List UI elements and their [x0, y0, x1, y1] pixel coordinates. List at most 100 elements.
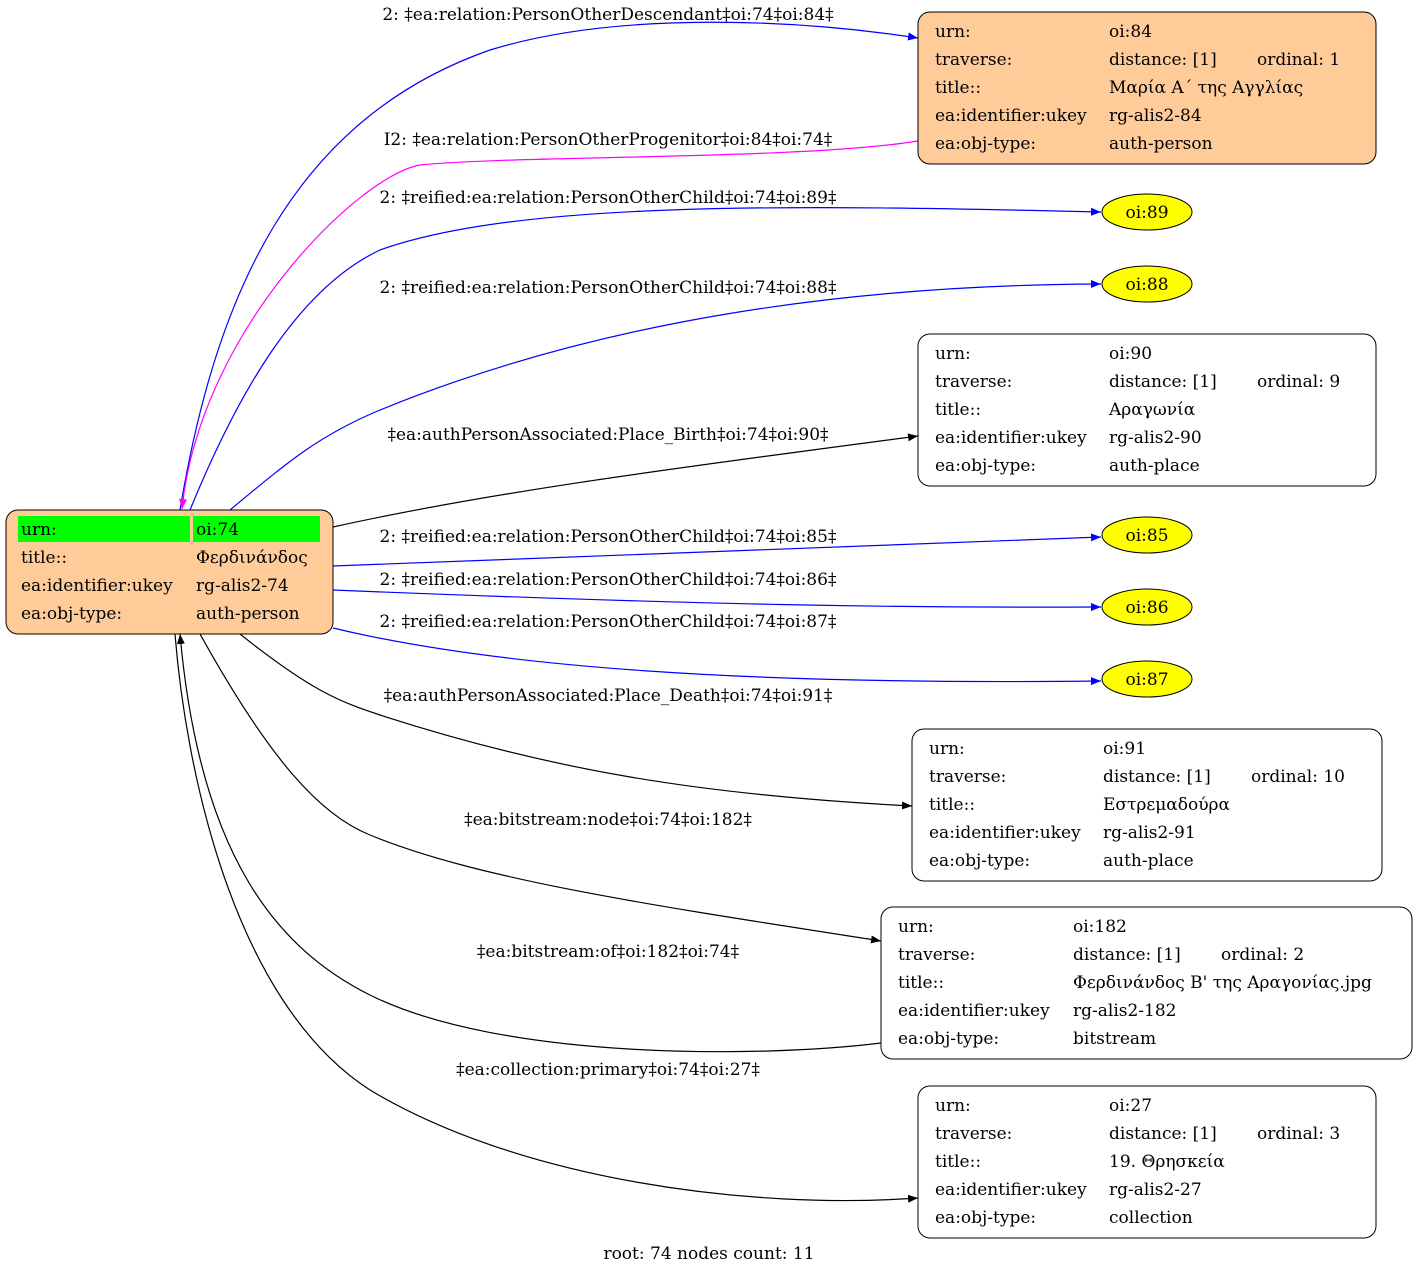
- record-row-ordinal: ordinal: 1: [1257, 50, 1340, 70]
- ellipse-node-oi88[interactable]: oi:88: [1101, 265, 1193, 303]
- record-row-value: distance: [1]: [1073, 945, 1181, 965]
- root-node-oi-74[interactable]: urn:oi:74title::Φερδινάνδοςea:identifier…: [5, 509, 334, 635]
- edge-path: [176, 633, 882, 1053]
- root-row-value: oi:74: [196, 520, 239, 540]
- record-row-key: ea:obj-type:: [935, 134, 1036, 154]
- root-urn-value-highlight: [193, 516, 320, 542]
- nodes-layer: urn:oi:74title::Φερδινάνδοςea:identifier…: [5, 11, 1413, 1239]
- record-node-box: [911, 728, 1383, 882]
- record-row-value: rg-alis2-27: [1109, 1180, 1202, 1200]
- record-row-key: ea:identifier:ukey: [898, 1001, 1050, 1021]
- edge-label: ‡ea:bitstream:of‡oi:182‡oi:74‡: [477, 942, 740, 962]
- footer-summary: root: 74 nodes count: 11: [603, 1244, 814, 1264]
- record-row-key: ea:identifier:ukey: [935, 428, 1087, 448]
- record-row-value: auth-person: [1109, 134, 1213, 154]
- edge-path: [332, 533, 1102, 567]
- root-row-value: rg-alis2-74: [196, 576, 289, 596]
- ellipse-node-oi86[interactable]: oi:86: [1101, 588, 1193, 626]
- edge-e90: ‡ea:authPersonAssociated:Place_Birth‡oi:…: [332, 425, 919, 528]
- record-row-value: rg-alis2-182: [1073, 1001, 1177, 1021]
- edge-label: ‡ea:authPersonAssociated:Place_Birth‡oi:…: [387, 425, 829, 445]
- edge-e91: ‡ea:authPersonAssociated:Place_Death‡oi:…: [239, 633, 913, 810]
- root-urn-key-highlight: [18, 516, 190, 542]
- record-row-value: distance: [1]: [1103, 767, 1211, 787]
- record-row-key: ea:identifier:ukey: [935, 1180, 1087, 1200]
- record-row-value: oi:91: [1103, 739, 1146, 759]
- record-row-value: oi:182: [1073, 917, 1127, 937]
- edge-path: [179, 140, 919, 510]
- record-node-box: [880, 906, 1413, 1060]
- record-row-key: ea:obj-type:: [929, 851, 1030, 871]
- ellipse-node-shape: [1101, 516, 1193, 554]
- edge-label: 2: ‡reified:ea:relation:PersonOtherChild…: [380, 527, 837, 547]
- ellipse-node-oi89[interactable]: oi:89: [1101, 193, 1193, 231]
- record-row-key: ea:obj-type:: [898, 1029, 999, 1049]
- edge-e86: 2: ‡reified:ea:relation:PersonOtherChild…: [332, 570, 1102, 612]
- edge-path: [332, 433, 919, 528]
- edge-path: [239, 633, 913, 810]
- record-row-value: oi:84: [1109, 22, 1152, 42]
- edge-label: I2: ‡ea:relation:PersonOtherProgenitor‡o…: [384, 130, 833, 150]
- edge-e85: 2: ‡reified:ea:relation:PersonOtherChild…: [332, 527, 1102, 567]
- edge-path: [229, 280, 1102, 511]
- record-row-value: bitstream: [1073, 1029, 1156, 1049]
- record-row-value: Μαρία Α΄ της Αγγλίας: [1109, 78, 1303, 98]
- record-row-key: ea:identifier:ukey: [929, 823, 1081, 843]
- root-row-key: urn:: [21, 520, 57, 540]
- record-row-ordinal: ordinal: 3: [1257, 1124, 1340, 1144]
- record-row-key: traverse:: [935, 50, 1012, 70]
- ellipse-node-oi85[interactable]: oi:85: [1101, 516, 1193, 554]
- edge-e84r: I2: ‡ea:relation:PersonOtherProgenitor‡o…: [179, 130, 919, 510]
- edge-label: ‡ea:collection:primary‡oi:74‡oi:27‡: [456, 1060, 760, 1080]
- edge-e182: ‡ea:bitstream:node‡oi:74‡oi:182‡: [199, 633, 882, 944]
- record-row-value: auth-place: [1109, 456, 1200, 476]
- record-row-ordinal: ordinal: 10: [1251, 767, 1345, 787]
- ellipse-node-label: oi:87: [1125, 670, 1168, 690]
- ellipse-node-shape: [1101, 660, 1193, 698]
- root-row-key: title::: [21, 548, 67, 568]
- record-row-value: distance: [1]: [1109, 50, 1217, 70]
- record-node-box: [917, 11, 1377, 165]
- root-row-value: auth-person: [196, 604, 300, 624]
- record-row-value: rg-alis2-90: [1109, 428, 1202, 448]
- record-row-key: urn:: [935, 22, 971, 42]
- record-node-box: [917, 333, 1377, 487]
- record-row-value: distance: [1]: [1109, 1124, 1217, 1144]
- record-row-key: traverse:: [929, 767, 1006, 787]
- edge-label: 2: ‡reified:ea:relation:PersonOtherChild…: [380, 570, 837, 590]
- edge-label: 2: ‡reified:ea:relation:PersonOtherChild…: [380, 278, 837, 298]
- record-row-key: title::: [898, 973, 944, 993]
- ellipse-node-label: oi:88: [1125, 275, 1168, 295]
- edge-e182r: ‡ea:bitstream:of‡oi:182‡oi:74‡: [176, 633, 882, 1053]
- record-row-key: urn:: [898, 917, 934, 937]
- record-node-oi84[interactable]: urn: oi:84 traverse: distance: [1] ordinal: …: [917, 11, 1377, 165]
- ellipse-node-shape: [1101, 588, 1193, 626]
- record-row-key: title::: [935, 400, 981, 420]
- edge-e87: 2: ‡reified:ea:relation:PersonOtherChild…: [332, 612, 1102, 686]
- record-row-key: ea:identifier:ukey: [935, 106, 1087, 126]
- record-row-key: urn:: [935, 1096, 971, 1116]
- record-row-value: oi:90: [1109, 344, 1152, 364]
- record-row-key: urn:: [935, 344, 971, 364]
- ellipse-node-label: oi:85: [1125, 526, 1168, 546]
- ellipse-node-label: oi:86: [1125, 598, 1168, 618]
- record-row-value: auth-place: [1103, 851, 1194, 871]
- ellipse-node-shape: [1101, 193, 1193, 231]
- ellipse-node-oi87[interactable]: oi:87: [1101, 660, 1193, 698]
- record-row-value: distance: [1]: [1109, 372, 1217, 392]
- edge-label: 2: ‡reified:ea:relation:PersonOtherChild…: [380, 188, 837, 208]
- edge-path: [174, 633, 919, 1203]
- record-row-key: title::: [935, 78, 981, 98]
- record-row-key: ea:obj-type:: [935, 1208, 1036, 1228]
- root-row-key: ea:obj-type:: [21, 604, 122, 624]
- record-node-box: [917, 1085, 1377, 1239]
- record-row-key: traverse:: [898, 945, 975, 965]
- record-row-value: Εστρεμαδούρα: [1103, 795, 1231, 815]
- record-row-ordinal: ordinal: 9: [1257, 372, 1340, 392]
- edges-layer: 2: ‡ea:relation:PersonOtherDescendant‡oi…: [174, 5, 1102, 1203]
